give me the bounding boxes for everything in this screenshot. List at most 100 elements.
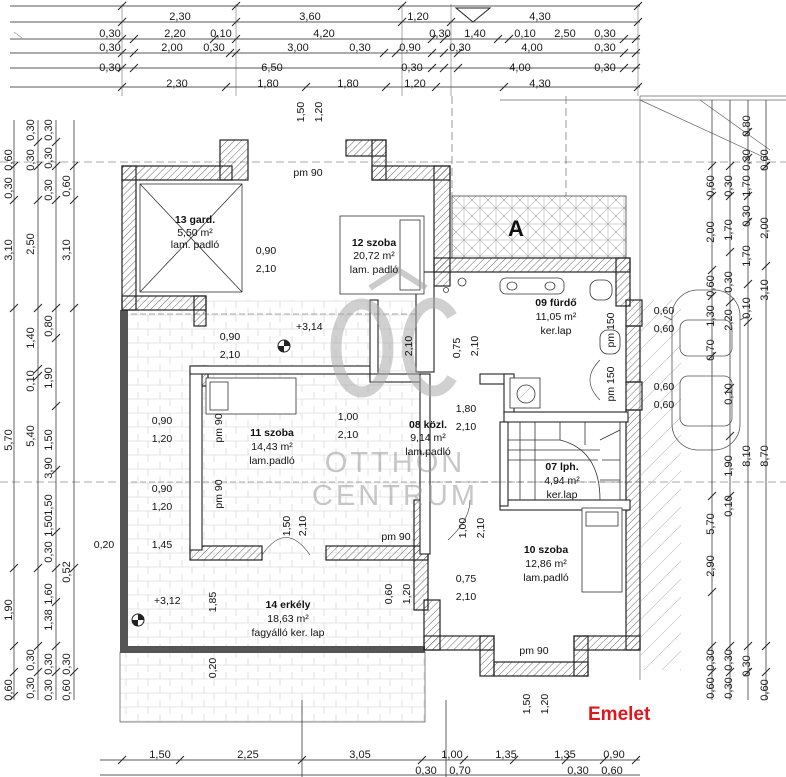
dim-right-c3-1: 0,30	[741, 149, 753, 170]
dim-int-24: 1,50	[281, 516, 293, 537]
dim-int-23: pm 90	[213, 479, 225, 508]
left-dimension-texts: 0,30 0,60 3,10 5,70 1,90 0,60 0,30 0,30 …	[3, 119, 73, 700]
dim-top-r2-2: 0,10	[210, 28, 231, 40]
interior-walls	[189, 271, 631, 555]
level-upper: +3,14	[296, 321, 323, 333]
dim-int-11: 0,60	[654, 323, 675, 335]
dim-top-r2-8: 0,30	[594, 28, 615, 40]
dim-left-c3-10: 1,60	[43, 583, 55, 604]
dim-left-c1-4: 1,90	[3, 599, 15, 620]
dim-top-r4-3: 4,00	[509, 62, 530, 74]
dim-left-c4-2: 0,52	[61, 561, 73, 582]
room-08-name: 08 közl.	[409, 419, 447, 431]
dim-right-c1-3: 1,30	[705, 305, 717, 326]
dim-int-20: 1,20	[152, 433, 173, 445]
bath-fixtures	[443, 277, 621, 409]
watermark-line2: CENTRUM	[312, 480, 478, 512]
dim-int-3: 0,90	[220, 331, 241, 343]
dim-bottom-r2-2: 0,30	[567, 765, 588, 777]
dim-left-c4-4: 0,60	[61, 679, 73, 700]
bottom-dimension-lines	[100, 700, 640, 777]
dim-top-r4-1: 6,50	[261, 62, 282, 74]
dim-left-c2-1: 0,30	[25, 149, 37, 170]
dim-right-c3-7: 0,30	[741, 655, 753, 676]
dim-top-r3-1: 2,00	[161, 42, 182, 54]
dim-right-c4-4: 0,60	[759, 679, 771, 700]
dim-right-c2-8: 0,30	[723, 677, 735, 698]
dim-left-c1-0: 0,30	[3, 177, 15, 198]
room-11-name: 11 szoba	[250, 427, 294, 439]
floor-label: Emelet	[588, 704, 651, 725]
dim-right-c2-1: 1,70	[723, 219, 735, 240]
dim-left-c2-3: 1,40	[25, 327, 37, 348]
level-marker-balcony-icon	[131, 613, 145, 627]
dim-left-c1-2: 3,10	[3, 239, 15, 260]
roof-tile-area	[451, 195, 627, 259]
dim-left-c2-7: 0,30	[25, 677, 37, 698]
bed-11	[205, 377, 297, 415]
dim-left-c2-0: 0,30	[25, 119, 37, 140]
dim-right-c1-1: 2,00	[705, 221, 717, 242]
room-13-area: 5,50 m²	[177, 227, 213, 239]
dim-left-c3-1: 0,30	[43, 147, 55, 168]
room-08-floor: lam.padló	[405, 446, 451, 458]
dim-right-c1-5: 5,70	[705, 513, 717, 534]
dim-top-r5-0: 2,30	[166, 78, 187, 90]
room-07-area: 4,94 m²	[544, 475, 580, 487]
dim-top-r2-0: 0,30	[99, 28, 120, 40]
dim-bottom-r2-3: 0,60	[601, 765, 622, 777]
room-11-floor: lam.padló	[249, 455, 295, 467]
section-a-tag: A	[508, 216, 524, 241]
top-dimension-ticks	[117, 1, 643, 92]
dim-int-19: 0,90	[152, 415, 173, 427]
dim-right-c1-6: 2,90	[705, 555, 717, 576]
room-08-area: 9,14 m²	[410, 432, 446, 444]
dim-bottom-r1-5: 1,35	[554, 749, 575, 761]
dim-right-c2-4: 0,10	[723, 383, 735, 404]
dim-left-c3-7: 1,50	[43, 494, 55, 515]
dim-bottom-r1-4: 1,35	[495, 749, 516, 761]
dim-right-c3-3: 0,30	[741, 205, 753, 226]
room-09-name: 09 fürdő	[535, 297, 576, 309]
dim-int-5: 2,10	[403, 336, 415, 357]
level-balcony: +3,12	[154, 595, 181, 607]
dim-int-35: 2,10	[456, 591, 477, 603]
dim-int-10: 0,60	[654, 305, 675, 317]
dim-top-r3-5: 0,90	[399, 42, 420, 54]
dim-top-r3-7: 4,00	[521, 42, 542, 54]
dim-right-c3-5: 0,10	[741, 297, 753, 318]
right-dimension-ticks	[707, 127, 771, 677]
room-07-floor: ker.lap	[547, 489, 578, 501]
dim-int-37: pm 90	[519, 645, 548, 657]
left-dimension-lines	[13, 120, 75, 700]
dim-top-r1-1: 3,60	[299, 11, 320, 23]
dim-int-32: 0,75	[456, 573, 477, 585]
bottom-dimension-texts: 1,50 2,25 3,05 1,00 1,35 1,35 0,90 0,30 …	[149, 749, 624, 777]
dim-int-0: pm 90	[293, 167, 322, 179]
dim-top-r3-6: 0,30	[449, 42, 470, 54]
dim-top-r2-5: 1,40	[464, 28, 485, 40]
dim-top-r1-2: 1,20	[407, 11, 428, 23]
top-extension-lines	[13, 4, 639, 96]
top-dimension-texts: 2,30 3,60 1,20 4,30 0,30 2,20 0,10 4,20 …	[99, 11, 615, 90]
dim-right-c1-4: 0,70	[705, 339, 717, 360]
dim-int-4: 2,10	[220, 349, 241, 361]
dim-int-34: 1,20	[401, 584, 413, 605]
dim-int-25: 2,10	[297, 516, 309, 537]
dim-right-c3-2: 1,70	[741, 175, 753, 196]
dim-left-c3-4: 1,90	[43, 367, 55, 388]
room-labels: 13 gard. 5,50 m² lam. padló 12 szoba 20,…	[171, 214, 581, 639]
dim-right-c1-8: 0,60	[705, 677, 717, 698]
room-12-area: 20,72 m²	[353, 250, 395, 262]
dim-left-c2-5: 5,40	[25, 425, 37, 446]
dim-right-c4-0: 0,60	[759, 149, 771, 170]
dim-top-r3-2: 0,30	[203, 42, 224, 54]
dim-int-21: 0,90	[152, 483, 173, 495]
dim-left-c3-2: 0,30	[43, 179, 55, 200]
dim-left-c4-3: 0,30	[61, 653, 73, 674]
room-07-name: 07 lph.	[545, 461, 578, 473]
dim-int-18: pm 90	[213, 413, 225, 442]
section-marker-a-top	[454, 7, 492, 23]
room-12-floor: lam. padló	[350, 264, 399, 276]
dim-int-33: 0,60	[383, 584, 395, 605]
